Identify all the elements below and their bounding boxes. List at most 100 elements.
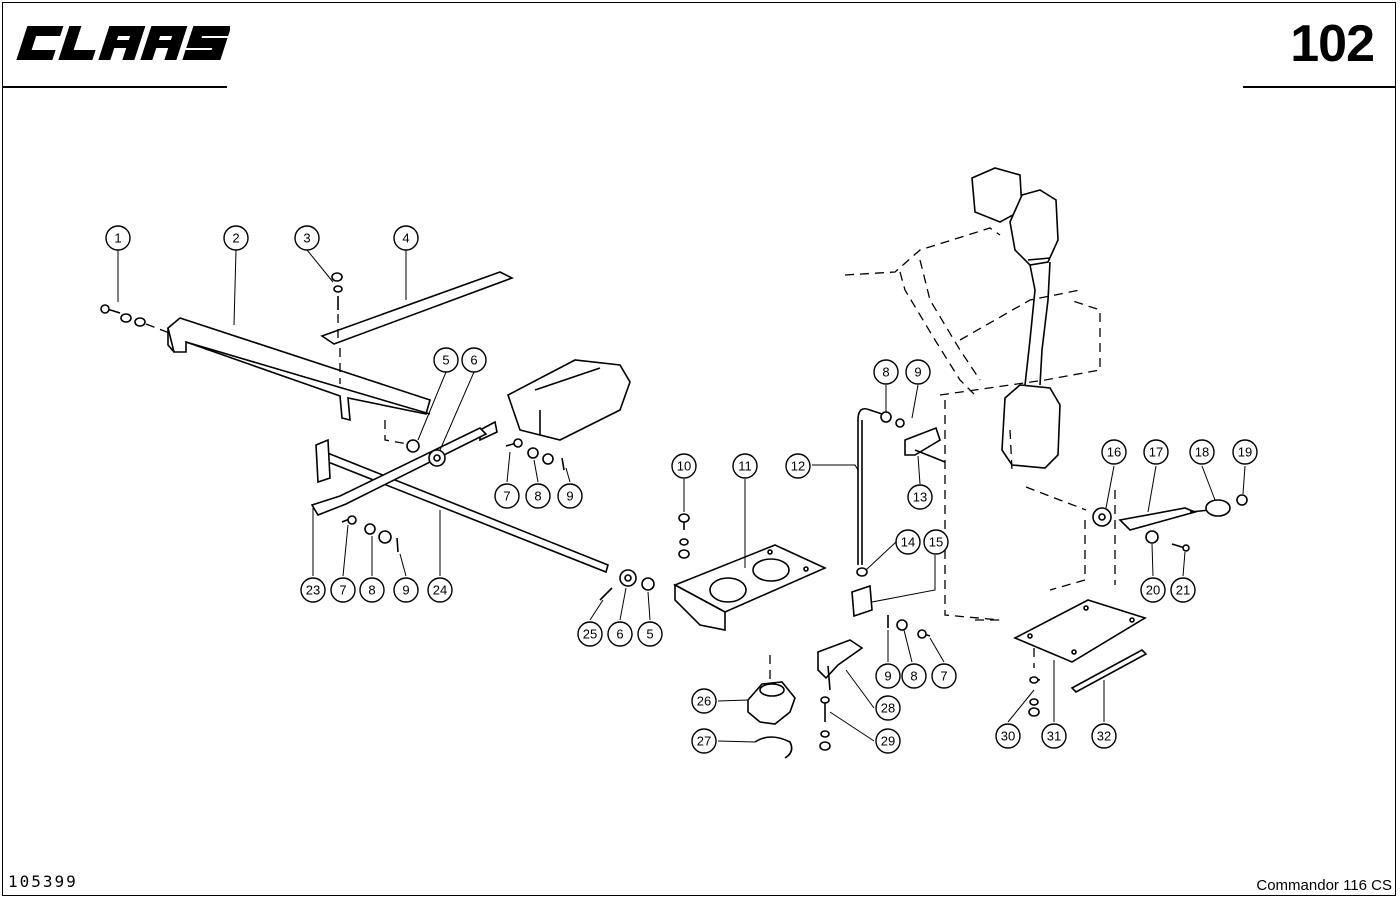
svg-text:5: 5 — [442, 353, 449, 368]
svg-text:27: 27 — [697, 734, 711, 749]
svg-text:8: 8 — [882, 365, 889, 380]
hardware-9-8-7-right — [887, 615, 931, 639]
callout-13: 13 — [907, 484, 933, 510]
callout-9-upper: 9 — [557, 483, 583, 509]
part-13-bracket — [904, 426, 946, 463]
part-24-rod — [310, 420, 609, 574]
svg-text:7: 7 — [339, 583, 346, 598]
svg-text:20: 20 — [1146, 583, 1160, 598]
callout-21: 21 — [1170, 577, 1196, 603]
svg-text:7: 7 — [503, 489, 510, 504]
part-31-plate — [1013, 599, 1147, 663]
svg-text:8: 8 — [534, 489, 541, 504]
svg-text:19: 19 — [1238, 445, 1252, 460]
part-26-boot — [747, 681, 796, 725]
part-11-plate — [673, 544, 827, 680]
svg-text:26: 26 — [697, 694, 711, 709]
svg-text:17: 17 — [1149, 445, 1163, 460]
part-30-bolt — [1028, 648, 1041, 717]
callout-27: 27 — [691, 728, 717, 754]
callout-8-upper: 8 — [525, 483, 551, 509]
callout-20: 20 — [1140, 577, 1166, 603]
callout-3: 3 — [294, 225, 320, 251]
callout-24: 24 — [427, 577, 453, 603]
svg-text:29: 29 — [881, 734, 895, 749]
callout-1: 1 — [105, 225, 131, 251]
svg-text:21: 21 — [1176, 583, 1190, 598]
callout-26: 26 — [691, 688, 717, 714]
gear-lever — [971, 167, 1061, 471]
callout-12: 12 — [785, 453, 811, 479]
header-rule-right — [1243, 86, 1396, 88]
svg-text:23: 23 — [306, 583, 320, 598]
svg-text:9: 9 — [402, 583, 409, 598]
callout-8-left: 8 — [359, 577, 385, 603]
svg-text:14: 14 — [901, 535, 915, 550]
svg-text:8: 8 — [910, 669, 917, 684]
hardware-3 — [331, 272, 343, 384]
callout-18: 18 — [1189, 439, 1215, 465]
svg-text:6: 6 — [470, 353, 477, 368]
svg-text:28: 28 — [881, 701, 895, 716]
svg-text:6: 6 — [616, 627, 623, 642]
callout-25: 25 — [577, 621, 603, 647]
header-rule-left — [2, 86, 227, 88]
svg-text:5: 5 — [646, 627, 653, 642]
svg-text:9: 9 — [884, 669, 891, 684]
document-number: 105399 — [8, 872, 78, 891]
svg-text:4: 4 — [402, 231, 409, 246]
part-27-clamp — [754, 736, 793, 759]
part-12-rod — [857, 407, 905, 565]
hardware-1 — [100, 304, 173, 335]
parts-16-21 — [1025, 486, 1248, 552]
part-32-strip — [1070, 649, 1148, 693]
callout-19: 19 — [1232, 439, 1258, 465]
svg-text:2: 2 — [232, 231, 239, 246]
callout-16: 16 — [1101, 439, 1127, 465]
callout-7-right: 7 — [931, 663, 957, 689]
svg-text:18: 18 — [1195, 445, 1209, 460]
callout-11: 11 — [732, 453, 758, 479]
callout-8-top: 8 — [873, 359, 899, 385]
svg-text:16: 16 — [1107, 445, 1121, 460]
callout-32: 32 — [1091, 723, 1117, 749]
callout-9-right: 9 — [875, 663, 901, 689]
callout-31: 31 — [1041, 723, 1067, 749]
callout-5-upper: 5 — [433, 347, 459, 373]
callout-23: 23 — [300, 577, 326, 603]
svg-text:9: 9 — [566, 489, 573, 504]
svg-text:7: 7 — [940, 669, 947, 684]
cab-outline — [844, 227, 1116, 621]
valve-block — [479, 359, 631, 442]
part-15-clevis — [851, 567, 873, 618]
callout-6-upper: 6 — [461, 347, 487, 373]
part-29-bolt — [819, 696, 831, 751]
svg-text:25: 25 — [583, 627, 597, 642]
svg-text:10: 10 — [677, 459, 691, 474]
svg-text:11: 11 — [738, 459, 752, 474]
callout-5-lower: 5 — [637, 621, 663, 647]
callout-15: 15 — [923, 529, 949, 555]
page-number: 102 — [1290, 15, 1375, 73]
callout-9-top: 9 — [905, 359, 931, 385]
svg-text:9: 9 — [914, 365, 921, 380]
part-4-strip — [320, 271, 515, 345]
callout-7-left: 7 — [330, 577, 356, 603]
hardware-25-6-5 — [599, 569, 655, 601]
callout-10: 10 — [671, 453, 697, 479]
svg-text:24: 24 — [433, 583, 447, 598]
part-28-bracket — [817, 639, 864, 691]
svg-text:15: 15 — [929, 535, 943, 550]
svg-text:13: 13 — [913, 490, 927, 505]
hardware-7-8-9-lower — [341, 515, 399, 553]
callout-6-lower: 6 — [607, 621, 633, 647]
callout-17: 17 — [1143, 439, 1169, 465]
claas-logo — [16, 26, 230, 60]
callout-30: 30 — [995, 723, 1021, 749]
svg-text:31: 31 — [1047, 729, 1061, 744]
svg-text:12: 12 — [791, 459, 805, 474]
model-name: Commandor 116 CS — [1256, 877, 1392, 894]
svg-text:30: 30 — [1001, 729, 1015, 744]
